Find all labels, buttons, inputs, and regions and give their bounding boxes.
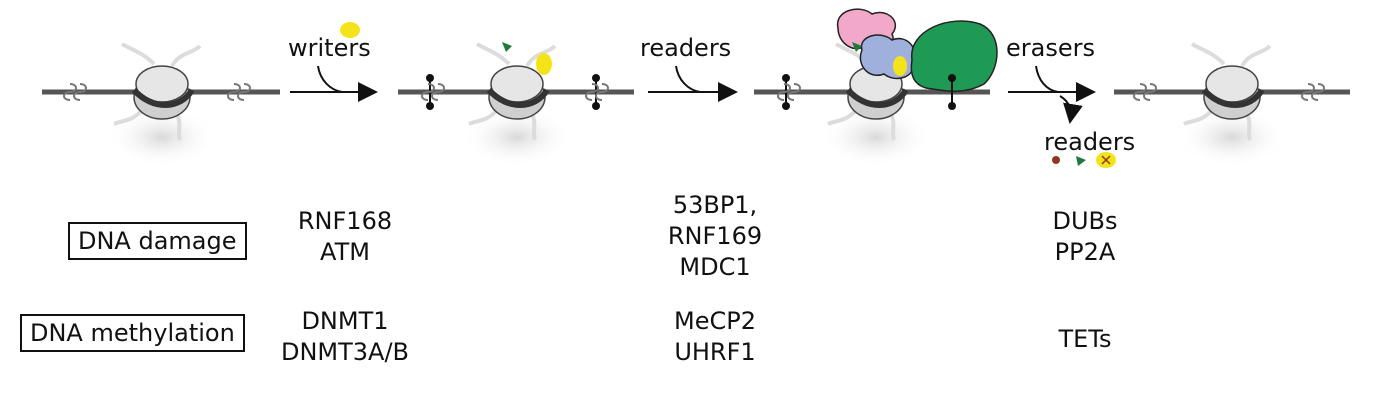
modification-mark-icon: [536, 53, 552, 75]
nucleosome-icon: [462, 44, 572, 167]
writer-name: DNMT1: [301, 307, 389, 335]
modification-mark-icon: [893, 56, 907, 76]
reader-name: 53BP1,: [672, 191, 758, 219]
modification-mark-icon: [852, 42, 862, 52]
reader-name: MeCP2: [674, 307, 756, 335]
readers-after-label: readers: [1044, 128, 1135, 156]
erasers-label: erasers: [1006, 34, 1095, 62]
stage-unmodified: [42, 44, 280, 167]
writers-label: writers: [288, 34, 371, 62]
erasers-step: erasers readers: [1006, 34, 1135, 168]
readers-label: readers: [640, 34, 731, 62]
writer-name: RNF168: [297, 207, 393, 235]
stage-restored: [1114, 44, 1350, 167]
removed-cross-icon: [1101, 155, 1111, 165]
reader-protein-icon: [859, 34, 915, 80]
stage-modified: [398, 42, 634, 167]
eraser-name: PP2A: [1054, 238, 1116, 266]
eraser-name: TETs: [1058, 325, 1112, 353]
dna-methylation-readers: MeCP2 UHRF1: [640, 306, 790, 368]
stage-readers-bound: [754, 8, 998, 167]
removed-mark-icon: [1076, 156, 1086, 166]
readers-step: readers: [640, 34, 738, 102]
dna-damage-readers: 53BP1, RNF169 MDC1: [640, 190, 790, 283]
writers-step: writers: [288, 22, 378, 102]
dna-damage-writers: RNF168 ATM: [270, 206, 420, 268]
eraser-name: DUBs: [1052, 207, 1118, 235]
writer-name: DNMT3A/B: [280, 338, 410, 366]
nucleosome-icon: [107, 44, 217, 167]
reader-name: RNF169: [667, 222, 763, 250]
removed-mark-icon: [1052, 156, 1060, 164]
reader-name: MDC1: [679, 253, 751, 281]
row-label-dna-methylation: DNA methylation: [20, 314, 245, 352]
dna-methylation-writers: DNMT1 DNMT3A/B: [255, 306, 435, 368]
dna-methylation-erasers: TETs: [1010, 324, 1160, 355]
nucleosome-icon: [1177, 44, 1287, 167]
writer-name: ATM: [320, 238, 370, 266]
reader-protein-icon: [910, 20, 998, 92]
dna-damage-erasers: DUBs PP2A: [1010, 206, 1160, 268]
writer-enzyme-icon: [340, 22, 360, 38]
modification-mark-icon: [502, 42, 512, 52]
erasers-down-arrow: [1059, 95, 1083, 124]
row-label-dna-damage: DNA damage: [68, 222, 247, 260]
reader-name: UHRF1: [674, 338, 756, 366]
